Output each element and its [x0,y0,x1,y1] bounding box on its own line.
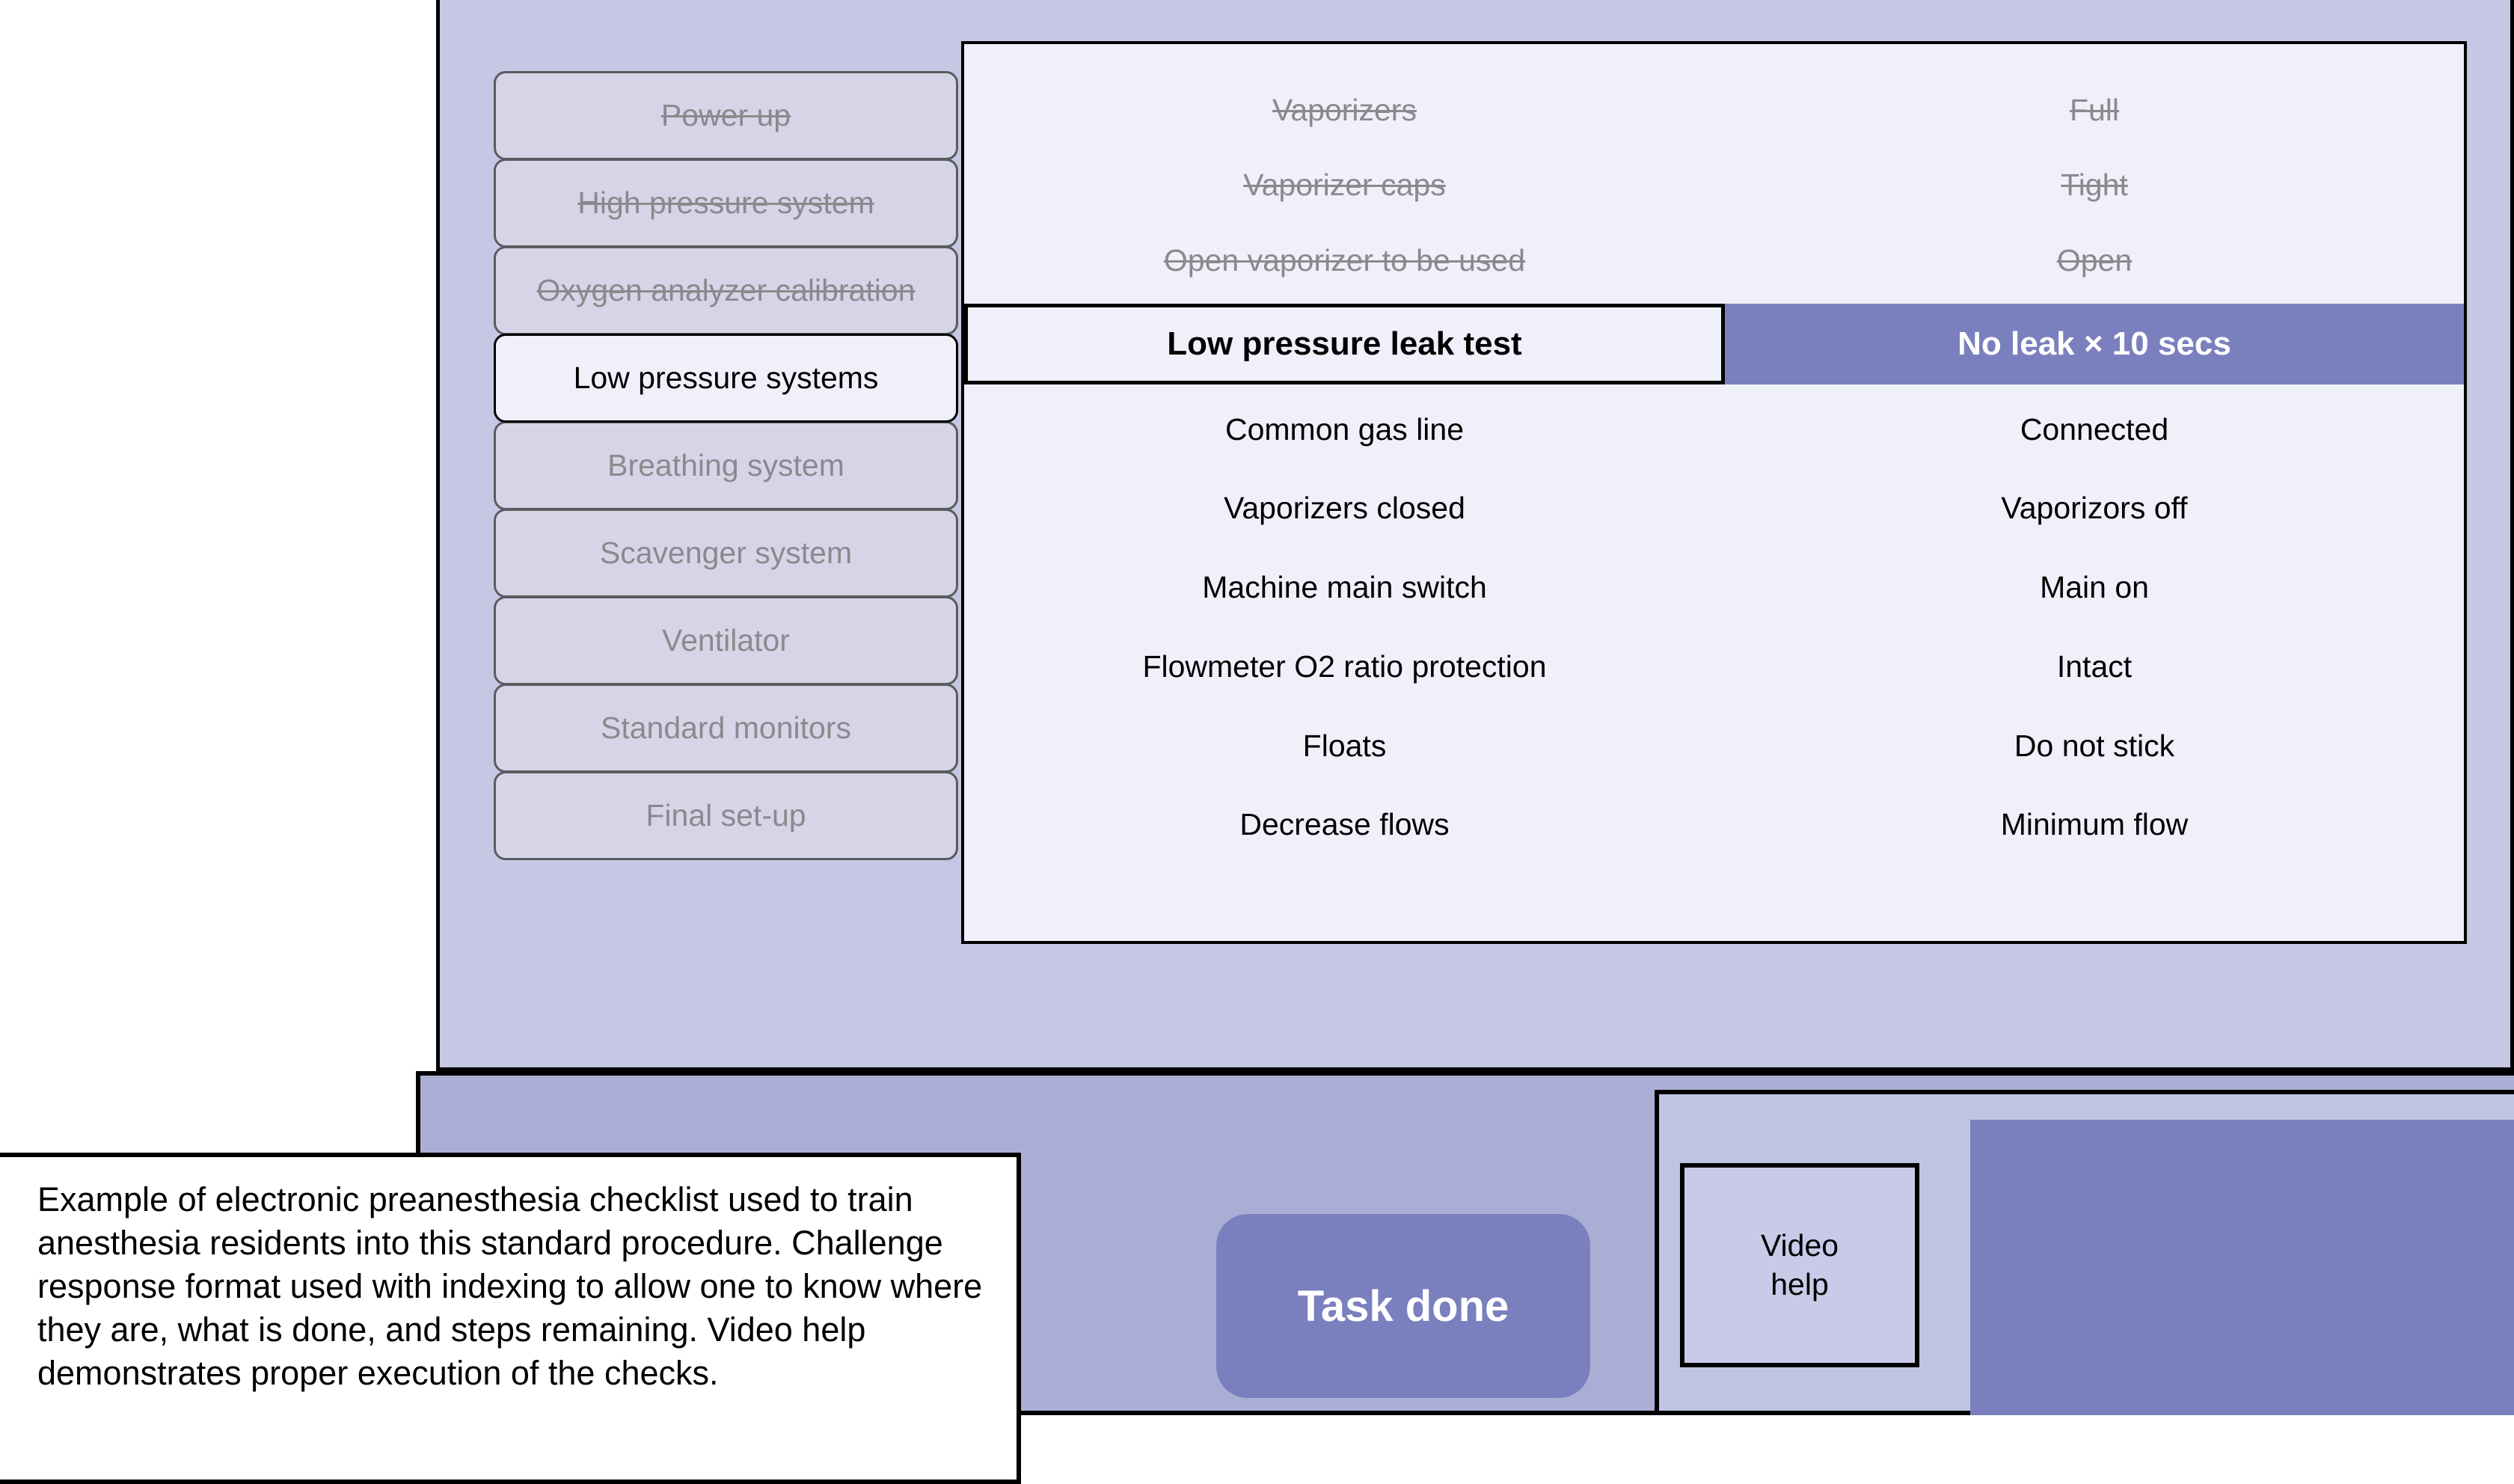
checklist-response-label: Full [2069,93,2120,127]
checklist-item-label: Machine main switch [1202,570,1487,604]
table-row[interactable]: Machine main switch Main on [964,548,2464,628]
table-row-current[interactable]: Low pressure leak test No leak × 10 secs [964,304,2464,384]
table-row[interactable]: Vaporizers Full [964,70,2464,150]
sidebar-item-label: Power up [660,98,791,132]
checklist-response-label: Vaporizors off [2001,491,2188,525]
current-checklist-item-label: Low pressure leak test [964,304,1725,384]
task-done-label: Task done [1297,1281,1509,1331]
video-preview-screen[interactable] [1970,1120,2514,1415]
sidebar-item-label: Final set-up [646,798,806,833]
sidebar-item-label: Standard monitors [600,711,851,745]
sidebar-item-label: Breathing system [607,448,844,482]
checklist-response-label: Connected [2020,412,2169,447]
video-help-button[interactable]: Video help [1680,1163,1919,1367]
video-help-label-line1: Video [1760,1228,1839,1263]
sidebar-item-label: Ventilator [662,623,790,657]
sidebar-item-high-pressure-system[interactable]: High pressure system [494,159,958,248]
table-row[interactable]: Decrease flows Minimum flow [964,785,2464,865]
sidebar-item-final-set-up[interactable]: Final set-up [494,771,958,860]
sidebar-item-breathing-system[interactable]: Breathing system [494,421,958,510]
table-row[interactable]: Flowmeter O2 ratio protection Intact [964,627,2464,707]
table-row[interactable]: Vaporizer caps Tight [964,145,2464,225]
table-row[interactable]: Vaporizers closed Vaporizors off [964,468,2464,548]
table-row[interactable]: Floats Do not stick [964,706,2464,786]
checklist-item-label: Open vaporizer to be used [1163,243,1526,278]
checklist-item-label: Flowmeter O2 ratio protection [1142,649,1547,684]
checklist-item-label: Common gas line [1224,412,1465,447]
table-row[interactable]: Common gas line Connected [964,390,2464,470]
sidebar-item-power-up[interactable]: Power up [494,71,958,160]
checklist-response-label: Open [2056,243,2133,278]
sidebar-item-low-pressure-systems[interactable]: Low pressure systems [494,334,958,423]
sidebar-item-scavenger-system[interactable]: Scavenger system [494,509,958,598]
checklist-item-label: Floats [1302,729,1387,763]
checklist-item-label: Vaporizers closed [1224,491,1465,525]
sidebar-item-label: Oxygen analyzer calibration [536,273,916,307]
table-row[interactable]: Open vaporizer to be used Open [964,221,2464,301]
checklist-section-sidebar: Power up High pressure system Oxygen ana… [494,71,958,860]
task-done-button[interactable]: Task done [1216,1214,1590,1398]
video-help-label-line2: help [1770,1266,1829,1301]
sidebar-item-label: High pressure system [577,186,874,220]
checklist-response-label: Tight [2061,168,2128,202]
checklist-item-label: Decrease flows [1239,807,1450,841]
checklist-item-label: Vaporizer caps [1243,168,1446,202]
sidebar-item-standard-monitors[interactable]: Standard monitors [494,684,958,773]
caption-text: Example of electronic preanesthesia chec… [37,1180,983,1393]
checklist-response-label: Main on [2040,570,2149,604]
sidebar-item-oxygen-analyzer-calibration[interactable]: Oxygen analyzer calibration [494,246,958,335]
sidebar-item-label: Low pressure systems [573,361,879,395]
current-checklist-response-label: No leak × 10 secs [1725,304,2464,384]
sidebar-item-label: Scavenger system [599,536,853,570]
checklist-item-label: Vaporizers [1272,93,1417,127]
figure-caption: Example of electronic preanesthesia chec… [0,1153,1021,1484]
sidebar-item-ventilator[interactable]: Ventilator [494,596,958,685]
checklist-response-label: Intact [2056,649,2133,684]
checklist-response-label: Minimum flow [2000,807,2189,841]
checklist-panel: Vaporizers Full Vaporizer caps Tight Ope… [961,41,2467,944]
checklist-response-label: Do not stick [2014,729,2175,763]
